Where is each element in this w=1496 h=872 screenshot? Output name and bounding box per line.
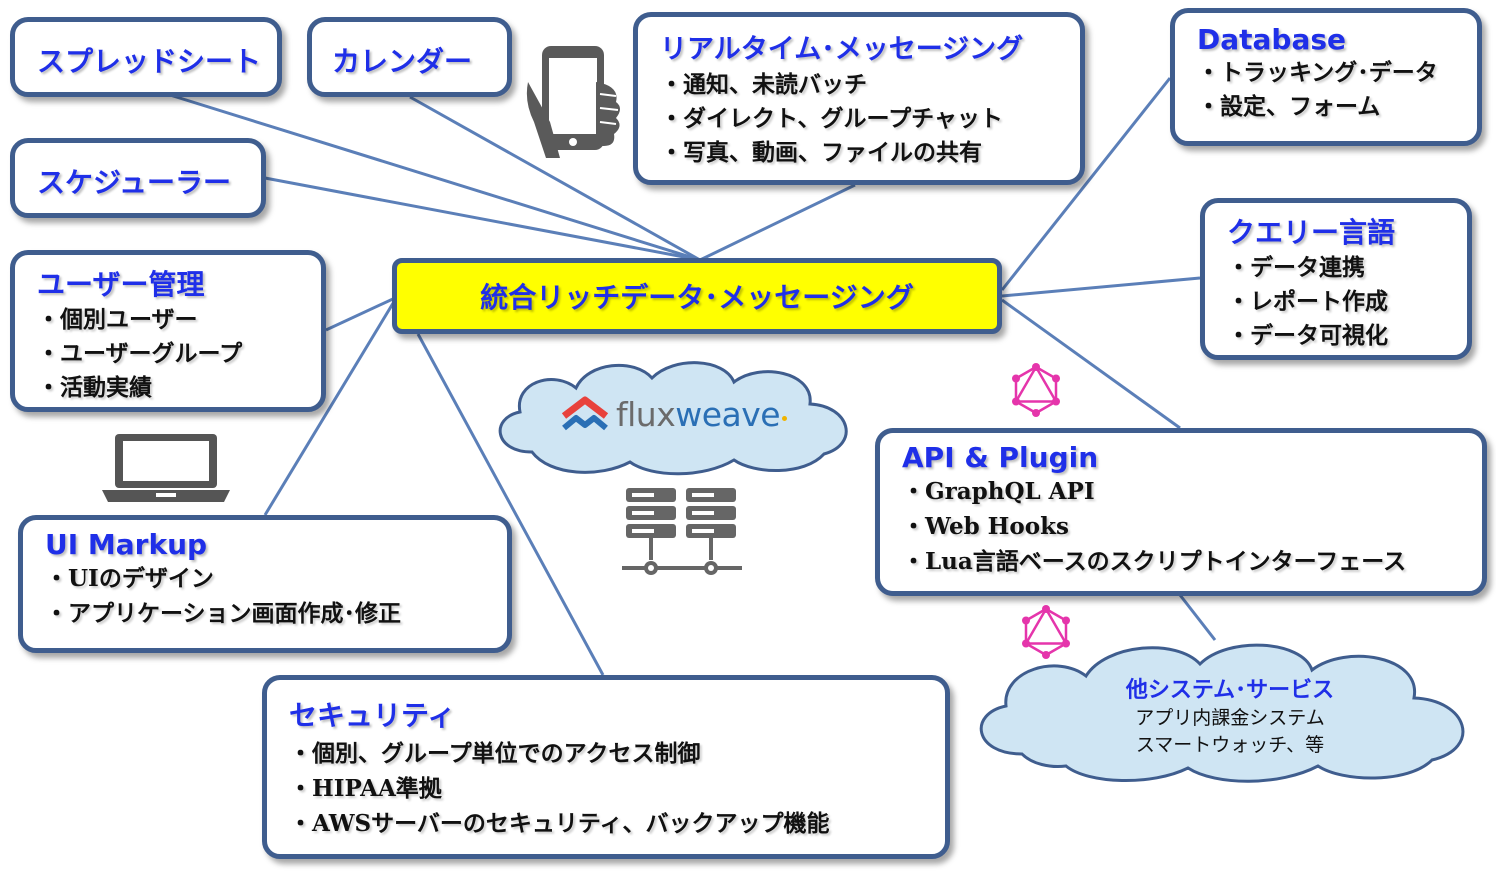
query-language-list: データ連携 レポート作成 データ可視化 [1227,251,1467,353]
fluxweave-logo-icon [561,396,609,431]
list-item: GraphQL API [902,474,1482,509]
list-item: 通知、未読バッチ [660,68,1080,102]
calendar-box: カレンダー [307,17,512,97]
scheduler-title: スケジューラー [37,166,232,199]
list-item: 個別、グループ単位でのアクセス制御 [289,736,945,771]
brand-dot [782,415,788,421]
spreadsheet-box: スプレッドシート [10,17,282,97]
user-management-box: ユーザー管理 個別ユーザー ユーザーグループ 活動実績 [10,250,326,412]
list-item: データ可視化 [1227,319,1467,353]
list-item: AWSサーバーのセキュリティ、バックアップ機能 [289,806,945,841]
database-list: トラッキング･データ 設定、フォーム [1197,56,1477,124]
list-item: ユーザーグループ [37,337,321,371]
brand-name-part2: weave [675,394,781,434]
user-management-title: ユーザー管理 [37,268,205,301]
list-item: 写真、動画、ファイルの共有 [660,136,1080,170]
security-box: セキュリティ 個別、グループ単位でのアクセス制御 HIPAA準拠 AWSサーバー… [262,675,950,859]
security-list: 個別、グループ単位でのアクセス制御 HIPAA準拠 AWSサーバーのセキュリティ… [289,736,945,841]
spreadsheet-title: スプレッドシート [37,45,262,78]
list-item: HIPAA準拠 [289,771,945,806]
query-language-title: クエリー言語 [1227,216,1396,249]
realtime-messaging-box: リアルタイム･メッセージング 通知、未読バッチ ダイレクト、グループチャット 写… [633,12,1085,185]
laptop-icon [102,434,230,502]
realtime-messaging-list: 通知、未読バッチ ダイレクト、グループチャット 写真、動画、ファイルの共有 [660,68,1080,170]
api-plugin-list: GraphQL API Web Hooks Lua言語ベースのスクリプトインター… [902,474,1482,579]
api-plugin-title: API & Plugin [902,441,1099,474]
user-management-list: 個別ユーザー ユーザーグループ 活動実績 [37,303,321,405]
brand-name-part1: flux [616,394,676,434]
query-language-box: クエリー言語 データ連携 レポート作成 データ可視化 [1200,198,1472,360]
central-hub-label: 統合リッチデータ･メッセージング [480,281,914,314]
ui-markup-title: UI Markup [45,528,208,561]
scheduler-box: スケジューラー [10,138,266,218]
ui-markup-list: UIのデザイン アプリケーション画面作成･修正 [45,561,507,631]
ui-markup-box: UI Markup UIのデザイン アプリケーション画面作成･修正 [18,515,512,653]
list-item: Lua言語ベースのスクリプトインターフェース [902,544,1482,579]
other-systems-line1: アプリ内課金システム [1135,707,1325,729]
list-item: UIのデザイン [45,561,507,596]
list-item: データ連携 [1227,251,1467,285]
list-item: アプリケーション画面作成･修正 [45,596,507,631]
list-item: Web Hooks [902,509,1482,544]
list-item: 活動実績 [37,371,321,405]
list-item: レポート作成 [1227,285,1467,319]
list-item: 設定、フォーム [1197,90,1477,124]
brand-cloud [498,361,848,476]
list-item: トラッキング･データ [1197,56,1477,90]
central-hub-box: 統合リッチデータ･メッセージング [392,258,1002,334]
list-item: 個別ユーザー [37,303,321,337]
realtime-messaging-title: リアルタイム･メッセージング [660,34,1024,65]
other-systems-cloud [979,643,1465,783]
server-icon [622,488,742,575]
smartphone-icon [526,46,620,158]
brand-logo: flux weave [560,394,788,434]
security-title: セキュリティ [289,699,456,732]
graphql-icon [1022,605,1070,659]
database-box: Database トラッキング･データ 設定、フォーム [1170,8,1482,146]
database-title: Database [1197,23,1347,56]
list-item: ダイレクト、グループチャット [660,102,1080,136]
api-plugin-box: API & Plugin GraphQL API Web Hooks Lua言語… [875,428,1487,596]
graphql-icon [1012,363,1060,417]
other-systems-text: 他システム･サービス アプリ内課金システム スマートウォッチ、等 [1060,672,1400,758]
other-systems-title: 他システム･サービス [1125,678,1335,703]
calendar-title: カレンダー [332,45,473,78]
other-systems-line2: スマートウォッチ、等 [1135,734,1325,756]
